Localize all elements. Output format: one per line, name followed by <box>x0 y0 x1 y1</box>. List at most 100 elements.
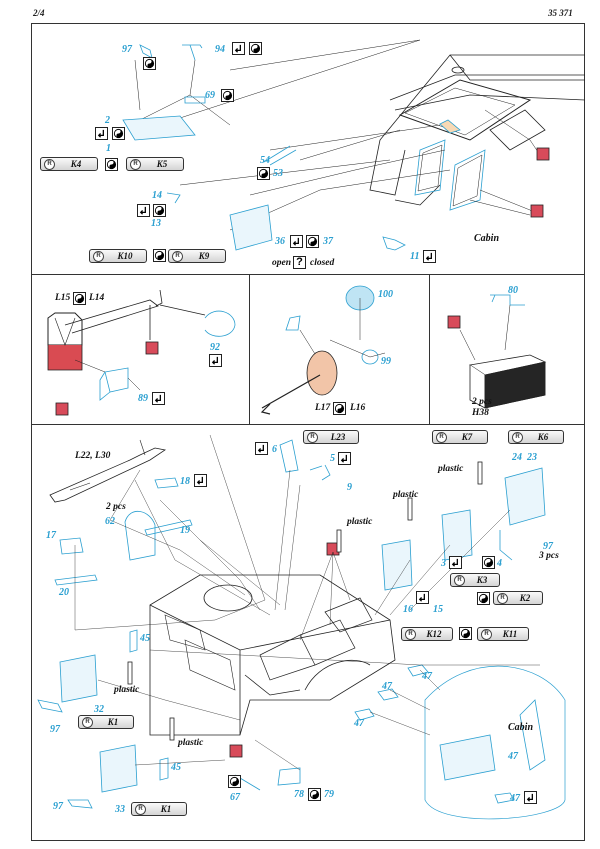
part-number: 3 <box>441 558 446 569</box>
guide-lines <box>74 434 540 771</box>
fold-icon <box>232 42 245 55</box>
part-92 <box>204 310 236 337</box>
wheel-ref-l17: L17 <box>315 403 331 413</box>
part-number: 36 <box>275 236 285 247</box>
part-number: 45 <box>171 762 181 773</box>
divider-middle <box>31 424 585 425</box>
hull-body <box>149 574 396 736</box>
part-number: 20 <box>59 587 69 598</box>
quantity-label: 2 pcs <box>472 397 492 407</box>
quantity-label: 2 pcs <box>106 502 126 512</box>
part-number: 97 <box>50 724 60 735</box>
part-number: 13 <box>151 218 161 229</box>
lamp-assembly <box>47 289 206 371</box>
wheel-assembly <box>260 285 386 415</box>
part-number: 94 <box>215 44 225 55</box>
part-number: 47 <box>354 718 364 729</box>
part-number: 14 <box>152 190 162 201</box>
part-number: 100 <box>378 289 393 300</box>
plastic-label: plastic <box>438 464 464 474</box>
yin-yang-icon <box>228 775 241 788</box>
yin-yang-icon <box>308 788 321 801</box>
leader-lines <box>134 39 541 231</box>
cabin-label: Cabin <box>474 233 500 244</box>
part-number: 19 <box>180 525 190 536</box>
fold-icon <box>137 204 150 217</box>
fold-icon <box>423 250 436 263</box>
part-number: 37 <box>323 236 333 247</box>
part-number: 99 <box>381 356 391 367</box>
yin-yang-icon <box>73 292 86 305</box>
part-number: 62 <box>105 516 115 527</box>
part-number: 32 <box>94 704 104 715</box>
instruction-sheet <box>31 23 585 841</box>
lamp-ref-l15: L15 <box>55 293 71 303</box>
part-number: 47 <box>422 671 432 682</box>
part-number: 24 <box>512 452 522 463</box>
fold-icon <box>338 452 351 465</box>
plastic-label: plastic <box>393 490 419 500</box>
page-number: 2/4 <box>33 8 45 18</box>
yin-yang-icon <box>153 249 166 262</box>
part-number: 47 <box>510 793 520 804</box>
fold-icon <box>255 442 268 455</box>
part-number: 54 <box>260 155 270 166</box>
yin-yang-icon <box>333 402 346 415</box>
question-icon: ? <box>293 256 306 269</box>
antenna-rack <box>49 439 167 503</box>
ref-l22-l30: L22, L30 <box>75 451 111 461</box>
part-number: 11 <box>410 251 420 262</box>
closed-label: closed <box>310 258 335 268</box>
red-stripe-markers <box>55 147 550 758</box>
part-number: 47 <box>382 681 392 692</box>
yin-yang-icon <box>459 627 472 640</box>
fold-icon <box>152 392 165 405</box>
yin-yang-icon <box>143 57 156 70</box>
yin-yang-icon <box>477 592 490 605</box>
part-number: 79 <box>324 789 334 800</box>
part-number: 17 <box>46 530 56 541</box>
yin-yang-icon <box>112 127 125 140</box>
fold-icon <box>416 591 429 604</box>
part-number: 23 <box>527 452 537 463</box>
cabin-body <box>369 54 586 206</box>
fold-icon <box>290 235 303 248</box>
cabin-small-parts <box>122 44 461 251</box>
part-number: 92 <box>210 342 220 353</box>
fold-icon <box>194 474 207 487</box>
part-number: 6 <box>272 444 277 455</box>
part-number: 97 <box>53 801 63 812</box>
part-number: 33 <box>115 804 125 815</box>
part-number: 4 <box>497 558 502 569</box>
yin-yang-icon <box>249 42 262 55</box>
divider-left <box>249 274 250 424</box>
part-number: 9 <box>347 482 352 493</box>
part-89 <box>99 367 129 401</box>
plastic-label: plastic <box>114 685 140 695</box>
cabin-label: Cabin <box>508 722 534 733</box>
lamp-ref-l14: L14 <box>89 293 105 303</box>
part-number: 2 <box>105 115 110 126</box>
toolbox <box>459 294 547 409</box>
part-number: 80 <box>508 285 518 296</box>
part-number: 97 <box>543 541 553 552</box>
yin-yang-icon <box>257 167 270 180</box>
part-number: 78 <box>294 789 304 800</box>
yin-yang-icon <box>482 556 495 569</box>
product-code: 35 371 <box>548 8 573 18</box>
part-number: 89 <box>138 393 148 404</box>
part-number: 97 <box>122 44 132 55</box>
cabin-windows <box>414 139 486 211</box>
part-number: 69 <box>205 90 215 101</box>
quantity-label: 3 pcs <box>539 551 559 561</box>
ref-h38: H38 <box>472 408 489 418</box>
plastic-label: plastic <box>347 517 373 527</box>
